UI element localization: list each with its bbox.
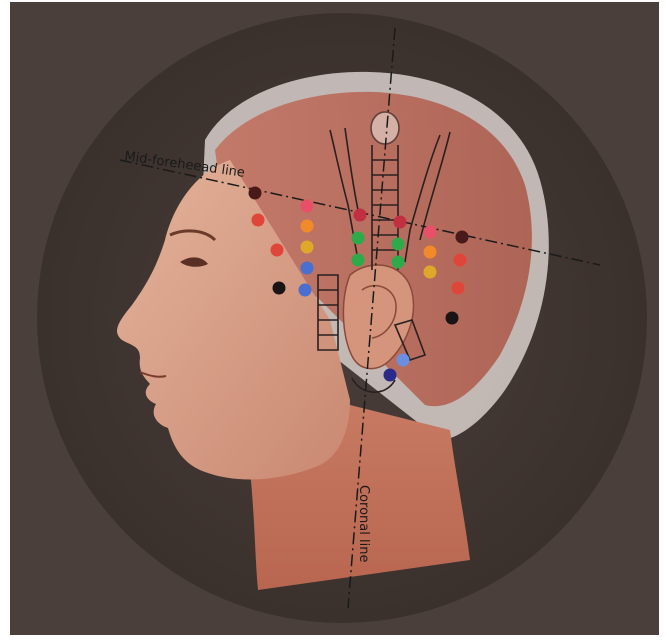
point-20 [454,254,467,267]
point-13 [394,216,407,229]
point-2 [252,214,265,227]
point-12 [352,254,365,267]
point-21 [452,282,465,295]
point-15 [392,256,405,269]
point-24 [384,369,397,382]
point-16 [424,226,437,239]
coronal-line-label: Coronal line [356,485,371,562]
point-3 [301,200,314,213]
point-6 [301,220,314,233]
point-4 [271,244,284,257]
point-5 [273,282,286,295]
point-1 [249,187,262,200]
point-11 [352,232,365,245]
point-19 [456,231,469,244]
point-17 [424,246,437,259]
point-9 [299,284,312,297]
point-10 [354,209,367,222]
point-22 [446,312,459,325]
point-7 [301,241,314,254]
point-14 [392,238,405,251]
point-8 [301,262,314,275]
point-23 [397,354,410,367]
point-18 [424,266,437,279]
